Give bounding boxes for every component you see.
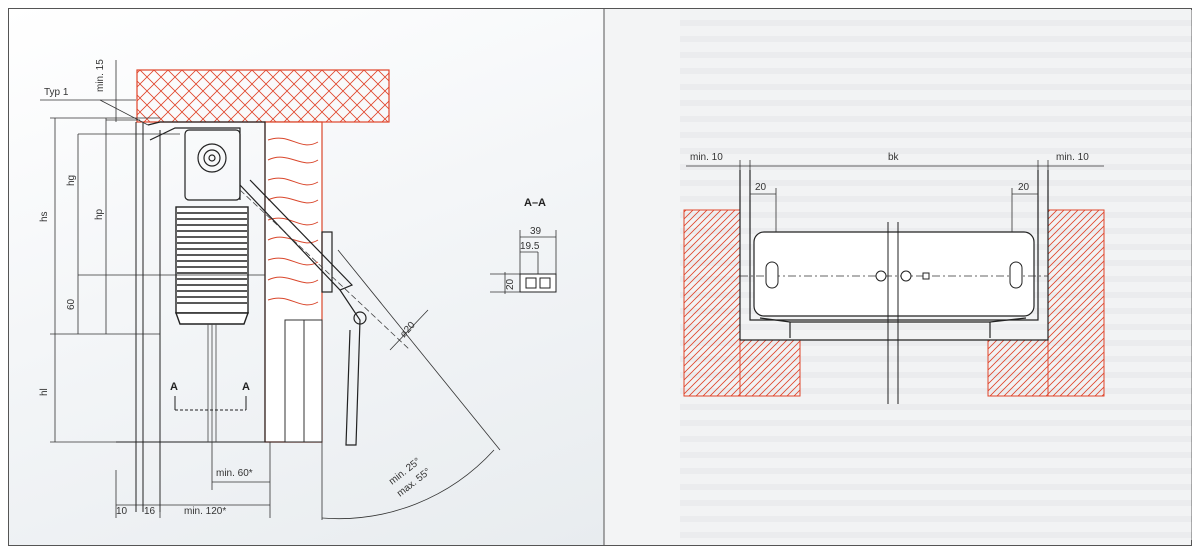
- hl-label: hl: [39, 388, 50, 396]
- min120-label: min. 120*: [184, 506, 226, 517]
- twenty-left-label: 20: [755, 182, 767, 193]
- right-dimensions: [686, 160, 1104, 232]
- twenty-right-label: 20: [1018, 182, 1030, 193]
- section-markers: [174, 396, 247, 411]
- sixteen-label: 16: [144, 506, 156, 517]
- right-sill-hatch: [987, 339, 1049, 397]
- section-aa-title: A–A: [524, 197, 546, 209]
- lintel-block: [136, 69, 390, 123]
- min10-right-label: min. 10: [1056, 152, 1089, 163]
- left-reveal-hatch: [683, 209, 741, 397]
- crank-axis-line: [239, 189, 411, 351]
- min60-label: min. 60*: [216, 468, 253, 479]
- sixty-label: 60: [66, 298, 77, 310]
- angle-arc: [321, 449, 495, 520]
- right-reveal-hatch: [1047, 209, 1105, 397]
- section-aa-39: 39: [530, 226, 542, 237]
- section-a-left: A: [170, 381, 178, 393]
- phi20-label: ø20: [398, 320, 418, 340]
- typ-label: Typ 1: [44, 87, 69, 98]
- hg-label: hg: [66, 175, 77, 186]
- section-aa-20: 20: [505, 278, 516, 290]
- bk-label: bk: [888, 152, 900, 163]
- guide-rails: [207, 324, 217, 442]
- slat-package: [175, 206, 249, 325]
- hp-label: hp: [94, 208, 105, 220]
- window-frame: [116, 122, 322, 512]
- left-sill-hatch: [739, 339, 801, 397]
- angle-leg-line: [337, 249, 501, 451]
- section-aa-195: 19.5: [520, 241, 540, 252]
- hs-label: hs: [39, 211, 50, 222]
- min10-left-label: min. 10: [690, 152, 723, 163]
- section-aa-detail: A–A 39 19.5 20: [490, 197, 557, 294]
- plan-fixings: [765, 261, 1023, 289]
- wood-wall: [264, 121, 323, 443]
- drive-shaft: [887, 222, 899, 404]
- section-a-right: A: [242, 381, 250, 393]
- ten-label: 10: [116, 506, 128, 517]
- box-plan-view: [739, 170, 1049, 341]
- left-dimensions: [40, 60, 429, 518]
- min15-label: min. 15: [95, 59, 106, 92]
